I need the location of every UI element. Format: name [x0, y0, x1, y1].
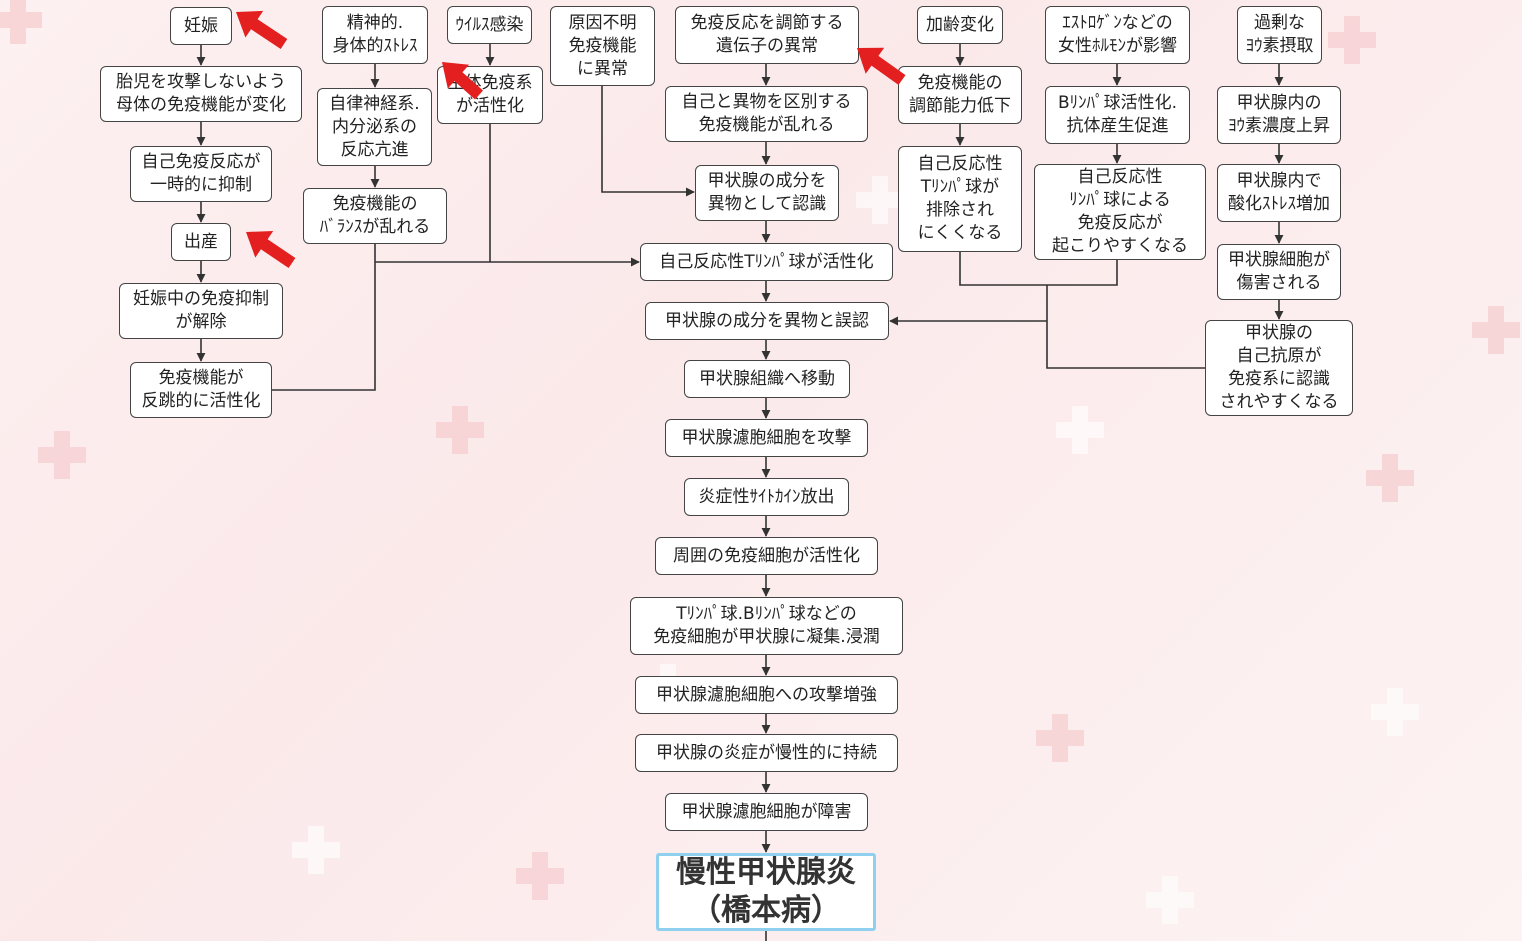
background-cross [1371, 688, 1419, 736]
node-autoimmune-suppressed: 自己免疫反応が 一時的に抑制 [130, 146, 272, 202]
node-fetus-immunity-change: 胎児を攻撃しないよう 母体の免疫機能が変化 [100, 66, 302, 122]
background-cross [1056, 406, 1104, 454]
node-attack-intensified: 甲状腺濾胞細胞への攻撃増強 [635, 676, 898, 714]
node-hashimoto-diagnosis: 慢性甲状腺炎 （橋本病） [656, 853, 876, 931]
background-cross [1328, 16, 1376, 64]
node-t-cell-not-excluded: 自己反応性 Tﾘﾝﾊﾟ球が 排除され にくくなる [898, 146, 1022, 252]
node-surrounding-immune-activated: 周囲の免疫細胞が活性化 [655, 537, 878, 575]
node-rebound-activation: 免疫機能が 反跳的に活性化 [130, 362, 272, 418]
node-cytokine-release: 炎症性ｻｲﾄｶｲﾝ放出 [684, 478, 849, 516]
node-childbirth: 出産 [171, 223, 231, 261]
node-immune-balance: 免疫機能の ﾊﾞﾗﾝｽが乱れる [303, 188, 447, 244]
node-cell-injury: 甲状腺細胞が 傷害される [1217, 244, 1341, 300]
background-cross [436, 406, 484, 454]
background-cross [516, 852, 564, 900]
node-chronic-inflammation: 甲状腺の炎症が慢性的に持続 [635, 734, 898, 772]
node-iodine-concentration: 甲状腺内の ﾖｳ素濃度上昇 [1217, 86, 1341, 144]
background-cross [1146, 876, 1194, 924]
node-virus-infection: ｳｲﾙｽ感染 [447, 6, 532, 44]
background-cross [1036, 714, 1084, 762]
background-cross [1366, 454, 1414, 502]
node-attack-follicular-cells: 甲状腺濾胞細胞を攻撃 [665, 419, 868, 457]
node-oxidative-stress: 甲状腺内で 酸化ｽﾄﾚｽ増加 [1217, 164, 1341, 222]
node-immune-infiltration: Tﾘﾝﾊﾟ球.Bﾘﾝﾊﾟ球などの 免疫細胞が甲状腺に凝集.浸潤 [630, 597, 903, 655]
background-cross [38, 431, 86, 479]
node-aging: 加齢変化 [917, 6, 1003, 44]
node-estrogen: ｴｽﾄﾛｹﾞﾝなどの 女性ﾎﾙﾓﾝが影響 [1045, 6, 1190, 64]
node-excess-iodine: 過剰な ﾖｳ素摂取 [1237, 6, 1322, 64]
node-t-cell-activated: 自己反応性Tﾘﾝﾊﾟ球が活性化 [640, 243, 893, 281]
node-recognize-as-foreign: 甲状腺の成分を 異物として認識 [695, 165, 839, 221]
node-regulation-decline: 免疫機能の 調節能力低下 [898, 66, 1022, 124]
background-cross [0, 0, 42, 44]
node-pregnancy: 妊娠 [170, 7, 232, 45]
node-lymphocyte-response: 自己反応性 ﾘﾝﾊﾟ球による 免疫反応が 起こりやすくなる [1034, 164, 1206, 260]
background-cross [1472, 306, 1520, 354]
node-autonomic-response: 自律神経系. 内分泌系の 反応亢進 [317, 88, 432, 166]
node-follicular-damage: 甲状腺濾胞細胞が障害 [665, 793, 868, 831]
node-self-nonself-disrupted: 自己と異物を区別する 免疫機能が乱れる [665, 86, 868, 142]
node-unknown-cause: 原因不明 免疫機能 に異常 [550, 6, 655, 86]
node-stress: 精神的. 身体的ｽﾄﾚｽ [322, 6, 428, 64]
node-suppression-released: 妊娠中の免疫抑制 が解除 [119, 283, 283, 339]
node-gene-abnormality: 免疫反応を調節する 遺伝子の異常 [675, 6, 859, 64]
background-cross [856, 176, 904, 224]
background-cross [292, 826, 340, 874]
node-migrate-tissue: 甲状腺組織へ移動 [684, 360, 850, 398]
node-immune-activated: 生体免疫系 が活性化 [437, 66, 543, 124]
node-misidentified: 甲状腺の成分を異物と誤認 [645, 302, 889, 340]
node-b-cell-activation: Bﾘﾝﾊﾟ球活性化. 抗体産生促進 [1045, 86, 1190, 144]
node-autoantigen-recognized: 甲状腺の 自己抗原が 免疫系に認識 されやすくなる [1205, 320, 1353, 416]
